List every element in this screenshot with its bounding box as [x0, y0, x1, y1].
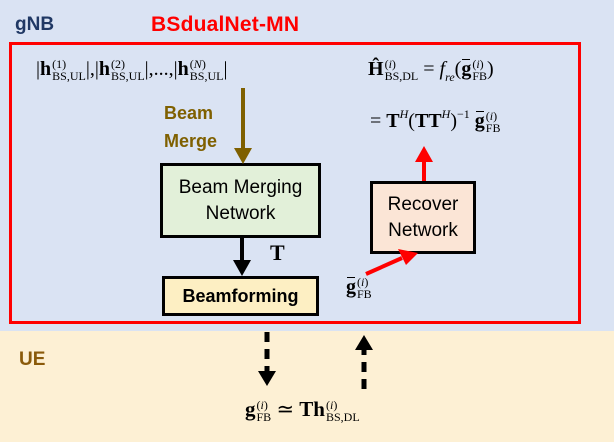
recover-equation-line1: Ĥ(i)BS,DL = fre(g(i)FB) [368, 57, 494, 84]
beamforming-box: Beamforming [162, 276, 319, 316]
beam-merge-line1: Beam [164, 103, 214, 123]
feedback-codeword-label: g(i)FB [346, 275, 372, 302]
gnb-label: gNB [15, 14, 55, 35]
recover-equation-line2: = TH(TTH)−1 g(i)FB [370, 107, 501, 136]
beam-merging-line1: Beam Merging [178, 176, 303, 198]
uplink-dashed-arrow [355, 335, 373, 389]
beam-merge-label: Beam Merge [164, 99, 244, 155]
ue-label: UE [19, 349, 46, 370]
network-title: BSdualNet-MN [151, 13, 300, 36]
bsdualnet-frame [9, 42, 581, 324]
recover-line2: Network [388, 219, 458, 241]
ue-region [0, 331, 614, 442]
t-matrix-label: T [270, 240, 285, 265]
beam-merging-network-box: Beam Merging Network [160, 163, 321, 238]
recover-network-box: Recover Network [370, 181, 476, 254]
beam-merging-line2: Network [205, 202, 276, 224]
beam-merge-line2: Merge [164, 131, 218, 151]
recover-line1: Recover [387, 193, 459, 215]
feedback-to-recover-arrow [365, 249, 418, 276]
beam-merge-arrow [234, 88, 252, 164]
downlink-dashed-arrow [258, 332, 276, 386]
recover-output-arrow [415, 146, 433, 181]
ue-feedback-equation: g(i)FB ≃ Th(i)BS,DL [245, 397, 360, 425]
uplink-channel-magnitudes: |h(1)BS,UL|,|h(2)BS,UL|,...,|h(N)BS,UL| [36, 57, 228, 84]
t-arrow [233, 238, 251, 276]
